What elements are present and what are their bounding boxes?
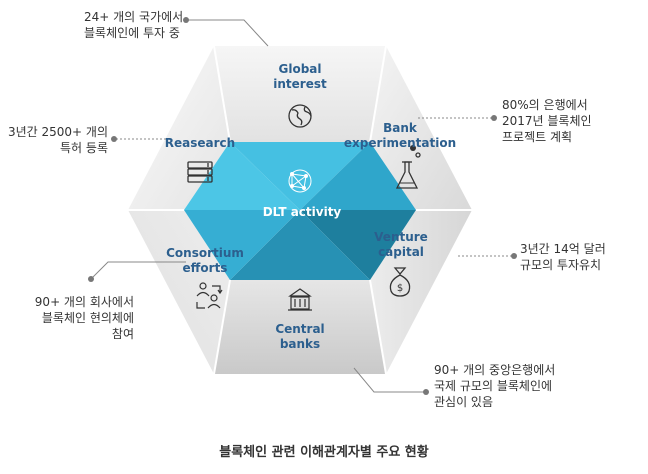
segment-label-central-banks: Central banks: [255, 322, 345, 352]
segment-label-bank-experimentation: Bank experimentation: [340, 121, 460, 151]
segment-bottom-right-line2: capital: [378, 245, 424, 259]
bank-building-icon: [288, 288, 312, 311]
segment-top-right-bg: [370, 46, 472, 210]
diagram-caption: 블록체인 관련 이해관계자별 주요 현황: [219, 445, 429, 460]
callout-bottom-left-line2: 블록체인 현의체에: [41, 311, 134, 325]
segment-top-line2: interest: [273, 77, 327, 91]
callout-top-right: 80%의 은행에서 2017년 블록체인 프로젝트 계획: [502, 97, 622, 145]
connector-dot-bottom-right: [423, 389, 429, 395]
segment-top-line1: Global: [278, 62, 322, 76]
callout-bottom-right-line2: 국제 규모의 블록체인에: [434, 379, 553, 393]
flask-icon: [395, 145, 421, 189]
segment-label-venture-capital: Venture capital: [356, 230, 446, 260]
segment-bottom-right-bg: [370, 210, 472, 374]
connector-dot-right: [511, 253, 517, 259]
connector-dot-top-right: [491, 115, 497, 121]
segment-bottom-bg: [214, 280, 386, 374]
books-icon: [187, 161, 213, 183]
callout-top-line1: 24+ 개의 국가에서: [84, 10, 184, 24]
segment-label-global-interest: Global interest: [255, 62, 345, 92]
connector-dot-bottom-left: [88, 276, 94, 282]
segment-label-consortium-efforts: Consortium efforts: [158, 246, 252, 276]
callout-bottom-right-line3: 관심이 있음: [434, 395, 494, 409]
callout-left: 3년간 2500+ 개의 특허 등록: [0, 124, 108, 156]
segment-top-right-line2: experimentation: [343, 136, 457, 150]
callout-top: 24+ 개의 국가에서 블록체인에 투자 중: [84, 9, 194, 41]
callout-right-line1: 3년간 14억 달러: [520, 242, 606, 256]
connectors: [91, 19, 512, 393]
connector-bottom-left: [91, 261, 186, 279]
segment-top-left-line1: Reasearch: [164, 136, 236, 150]
svg-text:$: $: [397, 283, 403, 294]
callout-top-line2: 블록체인에 투자 중: [84, 26, 180, 40]
callout-top-right-line1: 80%의 은행에서: [502, 98, 588, 112]
connector-dot-top: [183, 17, 189, 23]
segment-bottom-right-line1: Venture: [374, 230, 428, 244]
callout-bottom-left: 90+ 개의 회사에서 블록체인 현의체에 참여: [14, 294, 134, 342]
callout-top-right-line3: 프로젝트 계획: [502, 130, 573, 144]
connector-top: [188, 19, 269, 47]
globe-icon: [288, 104, 312, 128]
callout-left-line1: 3년간 2500+ 개의: [7, 125, 108, 139]
segment-top-bg: [214, 46, 386, 142]
money-bag-icon: $: [389, 267, 411, 297]
callout-bottom-right: 90+ 개의 중앙은행에서 국제 규모의 블록체인에 관심이 있음: [434, 362, 594, 410]
callout-bottom-left-line3: 참여: [111, 327, 134, 341]
callout-right-line2: 규모의 투자유치: [520, 258, 602, 272]
center-label: DLT activity: [262, 205, 342, 219]
segment-bottom-left-line2: efforts: [182, 261, 228, 275]
callout-top-right-line2: 2017년 블록체인: [502, 114, 592, 128]
people-exchange-icon: [196, 282, 223, 309]
network-globe-icon: [288, 169, 312, 193]
callout-bottom-right-line1: 90+ 개의 중앙은행에서: [434, 363, 556, 377]
connector-dot-left: [111, 136, 117, 142]
callout-right: 3년간 14억 달러 규모의 투자유치: [520, 241, 640, 273]
segment-bottom-left-line1: Consortium: [166, 246, 244, 260]
center-hexagon: [184, 142, 416, 280]
callout-bottom-left-line1: 90+ 개의 회사에서: [34, 295, 134, 309]
callout-left-line2: 특허 등록: [60, 141, 108, 155]
segment-bottom-line2: banks: [279, 337, 321, 351]
connector-bottom-right: [353, 367, 424, 393]
segment-bottom-left-bg: [128, 210, 230, 374]
segment-top-right-line1: Bank: [383, 121, 417, 135]
segment-label-research: Reasearch: [155, 136, 245, 151]
segment-bottom-line1: Central: [275, 322, 325, 336]
